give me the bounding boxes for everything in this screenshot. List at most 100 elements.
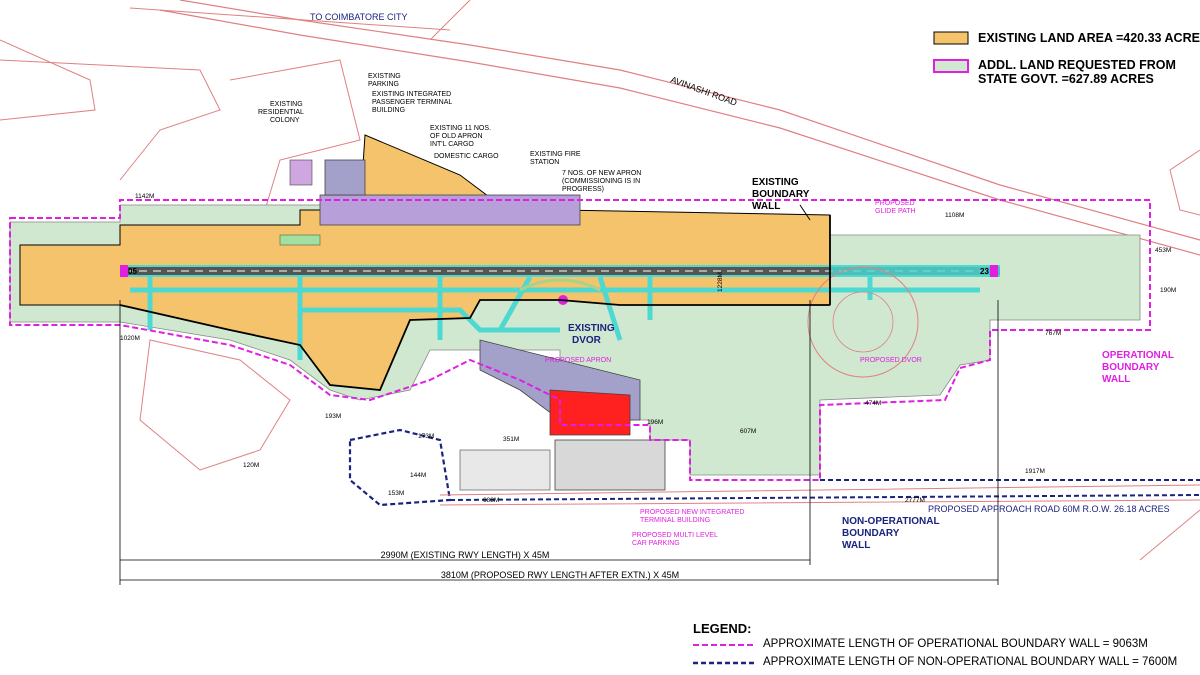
existing-residential-label-1: EXISTING [270, 101, 303, 108]
proposed-dvor-inner [832, 291, 894, 353]
non-operational-boundary-road [449, 494, 1200, 501]
residential-block [289, 159, 313, 186]
apron-taxiway [300, 307, 560, 333]
fire-station-label-1: EXISTING FIRE [530, 151, 581, 158]
additional-land-legend-text-2: STATE GOVT. =627.89 ACRES [978, 72, 1154, 86]
proposed-approach-road [439, 484, 1200, 506]
existing-parking-block [324, 159, 366, 196]
dim-190: 190M [1160, 287, 1176, 294]
intl-cargo-label: INT'L CARGO [430, 141, 474, 148]
dim-767: 767M [1045, 330, 1061, 337]
proposed-dvor-circle [807, 266, 919, 378]
boundary-leader [799, 204, 811, 221]
existing-parking-label-1: EXISTING [368, 73, 401, 80]
existing-boundary-label-3: WALL [752, 201, 780, 212]
adjacent-parcel-5 [1169, 149, 1200, 216]
city-road [129, 7, 451, 31]
old-apron-label-1: EXISTING 11 NOS. [430, 125, 491, 132]
adjacent-parcel-4 [139, 339, 291, 471]
dim-193: 193M [325, 413, 341, 420]
proposed-dvor-label: PROPOSED DVOR [860, 357, 922, 364]
additional-land-swatch [933, 59, 969, 73]
existing-dvor-label-2: DVOR [572, 335, 602, 346]
approach-road-label: PROPOSED APPROACH ROAD 60M R.O.W. 26.18 … [928, 504, 1170, 514]
legend-operational-text: APPROXIMATE LENGTH OF OPERATIONAL BOUNDA… [763, 638, 1148, 650]
existing-terminal-label-3: BUILDING [372, 107, 405, 114]
dim-607: 607M [740, 428, 756, 435]
old-apron-label-2: OF OLD APRON [430, 133, 483, 140]
existing-boundary-wall [119, 299, 830, 391]
existing-boundary-label-2: BOUNDARY [752, 189, 810, 200]
existing-runway-length-label: 2990M (EXISTING RWY LENGTH) X 45M [381, 550, 550, 560]
dim-153: 153M [388, 490, 404, 497]
existing-land-legend: EXISTING LAND AREA =420.33 ACRES [978, 31, 1200, 45]
existing-residential-label-3: COLONY [270, 117, 300, 124]
adjacent-parcel-2 [0, 59, 221, 181]
side-road [429, 0, 471, 41]
runway-end-marker-right [990, 265, 998, 277]
dim-351: 351M [503, 436, 519, 443]
proposed-terminal-building [549, 389, 631, 436]
runway-designator-left: 05 [128, 267, 137, 276]
existing-terminal-label-1: EXISTING INTEGRATED [372, 91, 451, 98]
proposed-terminal-label-1: PROPOSED NEW INTEGRATED [640, 509, 745, 516]
operational-boundary-label-3: WALL [1102, 374, 1130, 385]
dim-2777: 2777M [905, 497, 925, 504]
dim-1142: 1142M [135, 193, 154, 200]
proposed-runway-length-label: 3810M (PROPOSED RWY LENGTH AFTER EXTN.) … [441, 570, 679, 580]
operational-boundary-label-2: BOUNDARY [1102, 362, 1160, 373]
operational-boundary-wall [9, 199, 1151, 481]
taxi-curve [519, 278, 601, 292]
legend-non-operational-text: APPROXIMATE LENGTH OF NON-OPERATIONAL BO… [763, 656, 1178, 668]
non-operational-label-2: BOUNDARY [842, 528, 900, 539]
additional-land-legend-text-1: ADDL. LAND REQUESTED FROM [978, 58, 1176, 72]
dim-1917: 1917M [1025, 468, 1045, 475]
multilevel-parking-label-1: PROPOSED MULTI LEVEL [632, 532, 718, 539]
adjacent-parcel-1 [0, 39, 96, 121]
dim-1020: 1020M [120, 335, 140, 342]
support-buildings [459, 449, 551, 491]
proposed-apron-label: PROPOSED APRON [545, 357, 611, 364]
legend-title: LEGEND: [693, 621, 752, 636]
dim-474: 474M [865, 400, 881, 407]
non-operational-label-3: WALL [842, 540, 870, 551]
glide-path-label-1: PROPOSED [875, 200, 915, 207]
existing-boundary-label-1: EXISTING [752, 177, 799, 188]
dim-1108: 1108M [945, 212, 964, 219]
dim-1228: 1228M [717, 272, 724, 292]
dim-144: 144M [410, 472, 426, 479]
existing-land-legend-text: EXISTING LAND AREA =420.33 ACRES [978, 31, 1200, 45]
proposed-terminal-label-2: TERMINAL BUILDING [640, 517, 710, 524]
existing-parking-label-2: PARKING [368, 81, 399, 88]
non-operational-label-1: NON-OPERATIONAL [842, 516, 940, 527]
runway-designator-right: 23 [980, 267, 989, 276]
new-apron-label-1: 7 NOS. OF NEW APRON [562, 170, 641, 177]
fire-station-label-2: STATION [530, 159, 559, 166]
existing-apron-small [279, 234, 321, 246]
existing-terminal-label-2: PASSENGER TERMINAL [372, 99, 452, 106]
domestic-cargo-label: DOMESTIC CARGO [434, 153, 499, 160]
dim-453: 453M [1155, 247, 1171, 254]
dim-173: 173M [418, 433, 434, 440]
runway-extension [830, 265, 1000, 277]
additional-land-legend: ADDL. LAND REQUESTED FROM STATE GOVT. =6… [978, 58, 1176, 86]
glide-path-label-2: GLIDE PATH [875, 208, 916, 215]
runway-end-marker-left [120, 265, 128, 277]
multilevel-parking-label-2: CAR PARKING [632, 540, 680, 547]
existing-land-swatch [933, 31, 969, 45]
new-apron-label-3: PROGRESS) [562, 186, 604, 193]
adjacent-parcel-3 [229, 59, 361, 211]
legend-operational: APPROXIMATE LENGTH OF OPERATIONAL BOUNDA… [763, 638, 1148, 650]
dim-688: 688M [483, 497, 499, 504]
adjacent-parcel-6 [1139, 509, 1200, 561]
new-apron-label-2: (COMMISSIONING IS IN [562, 178, 640, 185]
existing-dvor-label-1: EXISTING [568, 323, 615, 334]
existing-residential-label-2: RESIDENTIAL [258, 109, 304, 116]
dim-120: 120M [243, 462, 259, 469]
to-city-label: TO COIMBATORE CITY [310, 12, 408, 22]
legend-non-operational: APPROXIMATE LENGTH OF NON-OPERATIONAL BO… [763, 656, 1177, 668]
dim-196: 196M [647, 419, 663, 426]
proposed-car-parking [554, 439, 666, 491]
